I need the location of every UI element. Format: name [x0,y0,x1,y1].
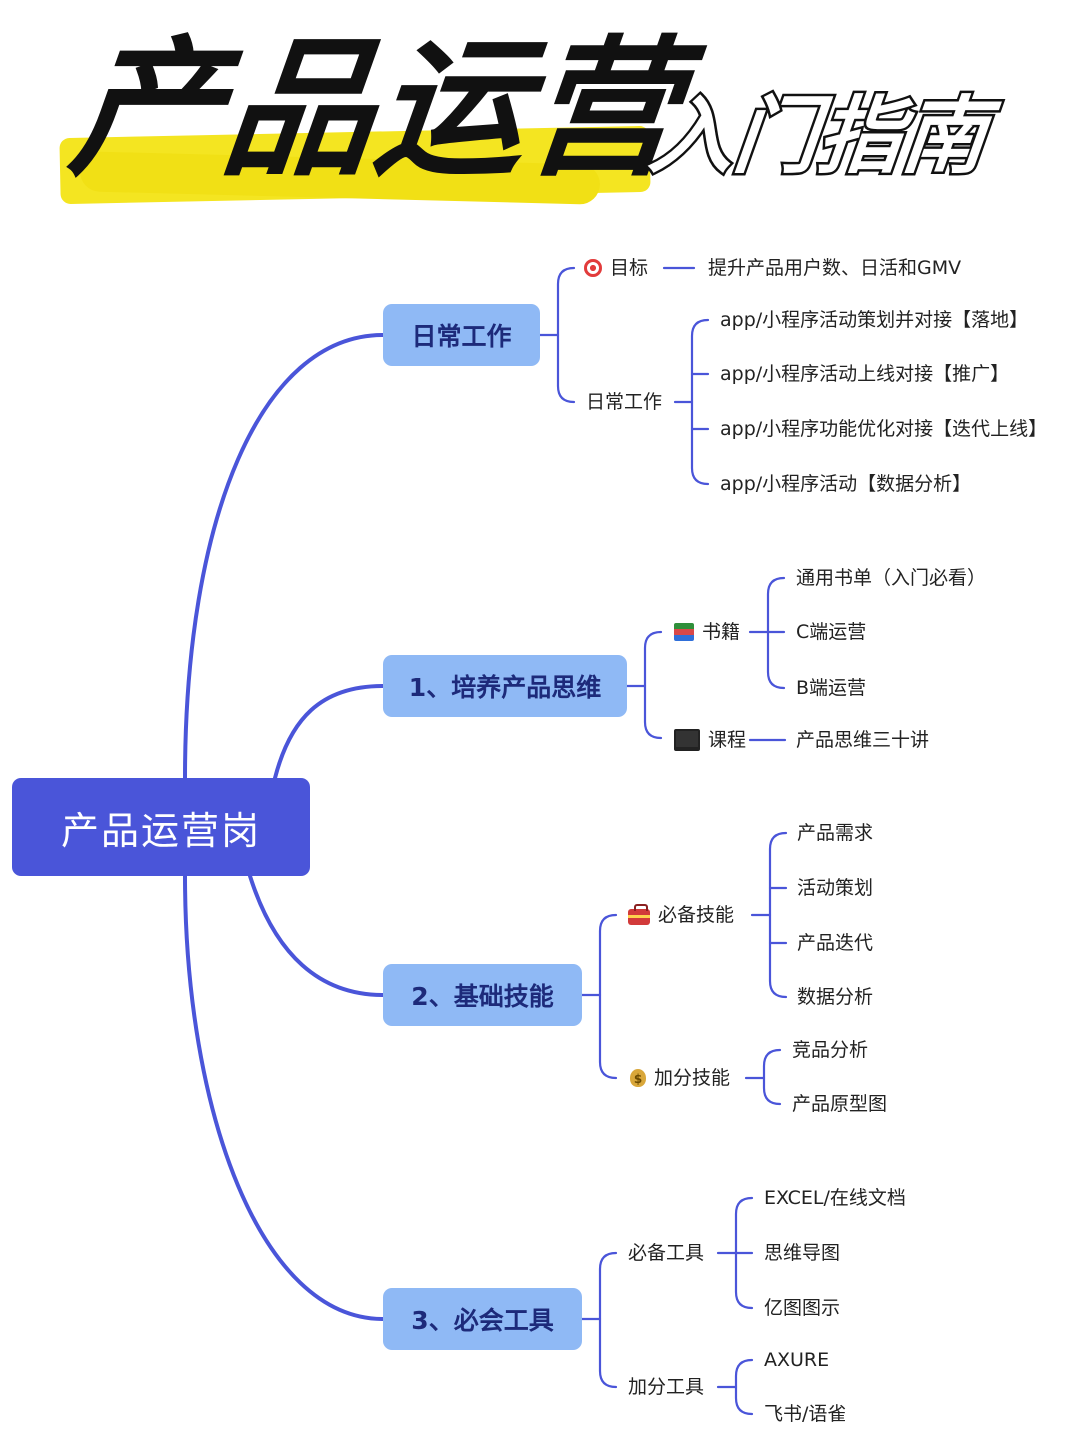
node-books-label: 书籍 [702,621,741,643]
leaf-tool-2[interactable]: 思维导图 [764,1242,841,1264]
branch-basic-skills[interactable]: 2、基础技能 [383,964,582,1026]
root-node[interactable]: 产品运营岗 [12,778,310,876]
node-goal-label: 目标 [610,257,649,279]
leaf-skill-4[interactable]: 数据分析 [797,986,874,1008]
leaf-daily-work-2[interactable]: app/小程序活动上线对接【推广】 [720,363,1010,385]
leaf-bonus-tool-1[interactable]: AXURE [764,1349,830,1371]
title-sub: 入门指南 [642,85,993,188]
leaf-skill-2[interactable]: 活动策划 [797,877,874,899]
connector-root-thinking [273,684,385,780]
target-icon [584,259,602,277]
node-bonus-skills-label: 加分技能 [654,1067,731,1089]
node-course-label: 课程 [708,729,747,751]
leaf-daily-work-4[interactable]: app/小程序活动【数据分析】 [720,473,972,495]
connector-root-skills [248,874,385,997]
leaf-daily-work-3[interactable]: app/小程序功能优化对接【迭代上线】 [720,418,1048,440]
branch-daily-work[interactable]: 日常工作 [383,304,540,366]
books-icon [674,623,694,641]
title-main: 产品运营 [62,23,690,197]
leaf-goal[interactable]: 提升产品用户数、日活和GMV [708,257,962,279]
leaf-course[interactable]: 产品思维三十讲 [796,729,930,751]
node-bonus-tools[interactable]: 加分工具 [628,1376,705,1398]
leaf-books-3[interactable]: B端运营 [796,677,867,699]
leaf-bonus-tool-2[interactable]: 飞书/语雀 [764,1403,847,1425]
connector-root-daily [183,333,385,780]
node-required-skills-label: 必备技能 [658,904,735,926]
node-required-tools[interactable]: 必备工具 [628,1242,705,1264]
leaf-books-1[interactable]: 通用书单（入门必看） [796,567,987,589]
branch-tools[interactable]: 3、必会工具 [383,1288,582,1350]
leaf-tool-1[interactable]: EXCEL/在线文档 [764,1187,906,1209]
node-books[interactable]: 书籍 [674,619,740,645]
title-banner: 产品运营 入门指南 [0,0,1080,220]
laptop-icon [674,729,700,751]
leaf-tool-3[interactable]: 亿图图示 [764,1297,841,1319]
leaf-skill-3[interactable]: 产品迭代 [797,932,874,954]
toolbox-icon [628,903,650,925]
connector-root-tools [183,874,385,1321]
money-bag-icon: $ [630,1069,646,1087]
leaf-bonus-skill-1[interactable]: 竞品分析 [792,1039,869,1061]
branch-product-thinking[interactable]: 1、培养产品思维 [383,655,627,717]
node-course[interactable]: 课程 [674,727,746,753]
leaf-skill-1[interactable]: 产品需求 [797,822,874,844]
leaf-bonus-skill-2[interactable]: 产品原型图 [792,1093,888,1115]
node-required-skills[interactable]: 必备技能 [628,902,734,928]
leaf-books-2[interactable]: C端运营 [796,621,867,643]
leaf-daily-work-1[interactable]: app/小程序活动策划并对接【落地】 [720,309,1029,331]
node-daily-work[interactable]: 日常工作 [586,391,663,413]
node-bonus-skills[interactable]: $ 加分技能 [630,1065,730,1091]
node-goal[interactable]: 目标 [584,255,648,281]
